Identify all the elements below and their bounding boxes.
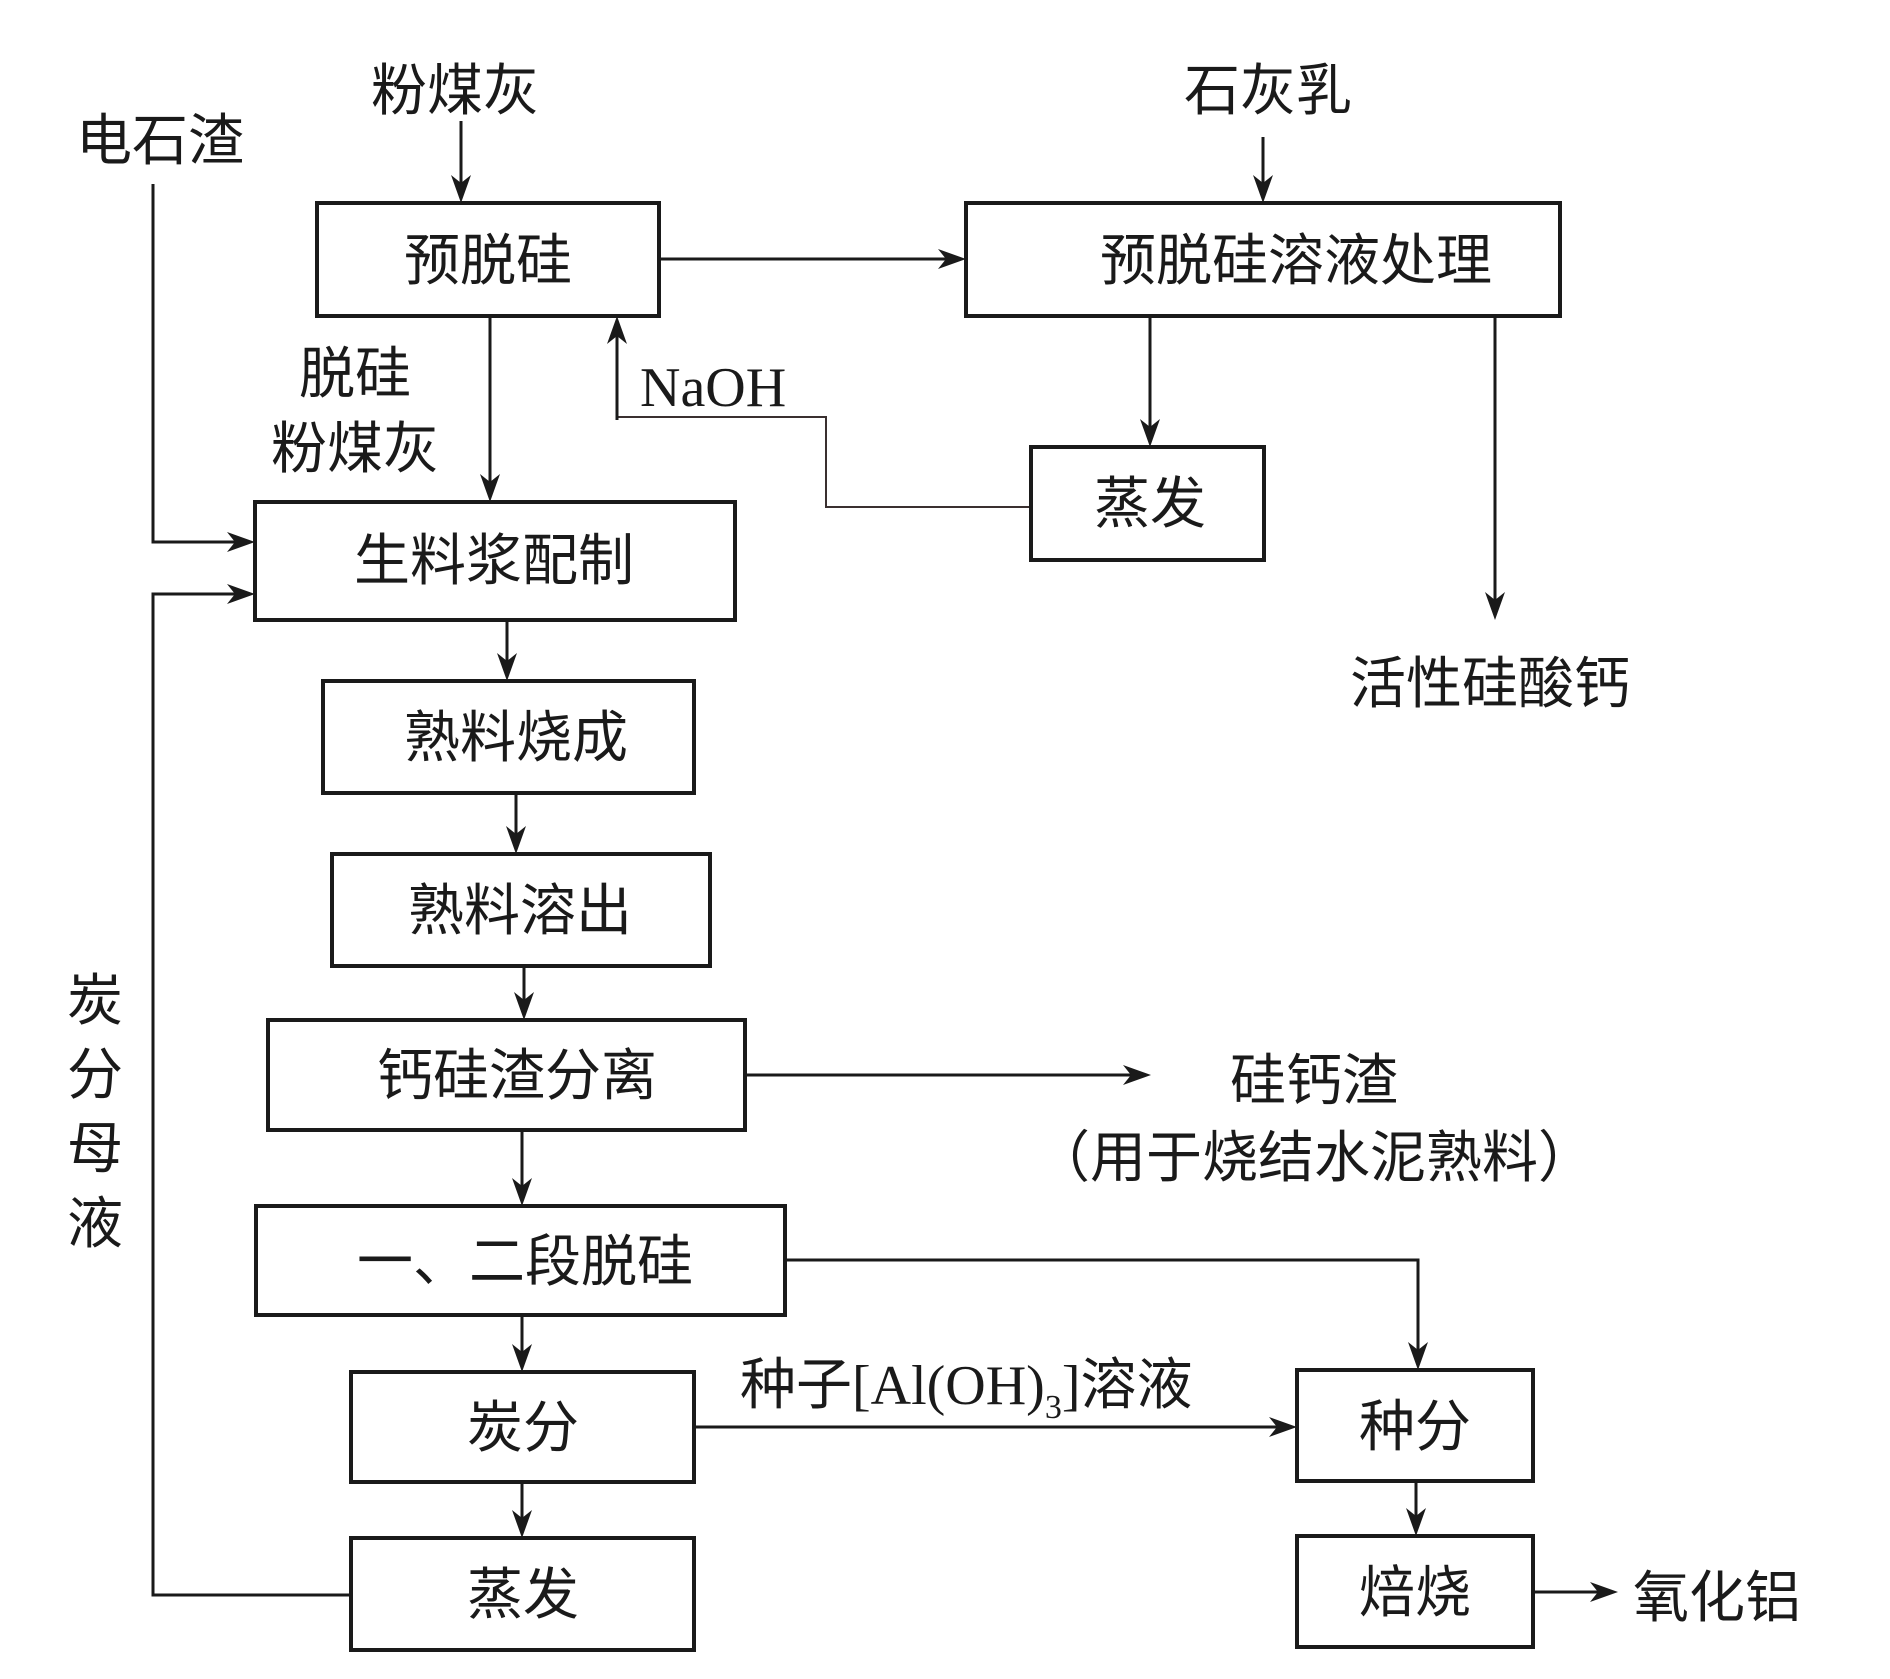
arrowhead-icon	[1590, 1582, 1618, 1602]
mother-liquor-char: 炭	[67, 969, 123, 1034]
arrowhead-icon	[506, 826, 526, 854]
box-calcination	[1295, 1534, 1535, 1649]
box-label-evaporation-top: 蒸发	[1094, 472, 1206, 537]
seed-solution-subscript: 3	[1045, 1389, 1062, 1426]
edge-raw-slurry-to-sintering	[497, 620, 517, 681]
box-clinker-sintering	[321, 679, 696, 795]
edge-pre-desilication-to-raw-slurry	[480, 316, 500, 502]
box-clinker-leaching	[330, 852, 712, 968]
edge-desilication-to-carbonation	[512, 1315, 532, 1372]
desilicated-fly-ash-label-line2: 粉煤灰	[271, 417, 439, 482]
edge-fly-ash-to-pre-desilication	[451, 121, 471, 203]
edge-naoh-to-pre-desilication	[607, 316, 627, 420]
edge-carbonation-to-evaporation	[512, 1482, 532, 1538]
arrowhead-icon	[1140, 419, 1160, 447]
edge-mother-liquor-to-raw-slurry-line	[151, 592, 351, 1597]
arrowhead-icon	[451, 175, 471, 203]
output-alumina: 氧化铝	[1633, 1566, 1801, 1631]
box-label-calcination: 焙烧	[1359, 1561, 1471, 1626]
box-label-two-stage-desilication: 一、二段脱硅	[357, 1230, 693, 1295]
seed-solution-prefix: 种子[Al(OH)	[740, 1355, 1045, 1417]
edge-evaporation-naoh-return	[617, 416, 1031, 508]
arrowhead-icon	[938, 249, 966, 269]
desilicated-fly-ash-label-line1: 脱硅	[299, 342, 411, 407]
output-silicon-calcium-slag: 硅钙渣	[1230, 1049, 1398, 1114]
box-label-clinker-sintering: 熟料烧成	[404, 706, 628, 771]
arrowhead-icon	[1253, 175, 1273, 203]
edge-sintering-to-leaching	[506, 793, 526, 854]
box-label-slag-separation: 钙硅渣分离	[377, 1044, 657, 1109]
box-evaporation-top	[1029, 445, 1266, 562]
box-label-evaporation-bottom: 蒸发	[467, 1563, 579, 1628]
edge-solution-to-evaporation	[1140, 316, 1160, 447]
edge-carbide-slag-to-raw-slurry	[151, 184, 255, 552]
box-seeded-decomposition	[1295, 1368, 1535, 1483]
input-fly-ash: 粉煤灰	[371, 59, 539, 124]
edge-separation-to-desilication	[512, 1130, 532, 1206]
arrowhead-icon	[512, 1344, 532, 1372]
edge-calcination-to-alumina	[1533, 1582, 1618, 1602]
box-label-clinker-leaching: 熟料溶出	[408, 879, 632, 944]
box-label-seeded-decomposition: 种分	[1359, 1395, 1471, 1460]
arrowhead-icon	[227, 532, 255, 552]
arrowhead-icon	[512, 1510, 532, 1538]
arrowhead-icon	[1408, 1342, 1428, 1370]
box-evaporation-bottom	[349, 1536, 696, 1652]
seed-solution-suffix: ]溶液	[1062, 1355, 1193, 1417]
edge-desilication-to-seeded-line	[785, 1258, 1420, 1352]
box-label-carbonation: 炭分	[467, 1396, 579, 1461]
arrowhead-icon	[1123, 1065, 1151, 1085]
edge-carbide-slag-to-raw-slurry-line	[151, 184, 237, 544]
input-carbide-slag: 电石渣	[76, 109, 244, 174]
edge-mother-liquor-to-raw-slurry	[151, 584, 351, 1597]
mother-liquor-char: 母	[67, 1117, 123, 1182]
edge-leaching-to-separation	[514, 966, 534, 1020]
input-lime-milk: 石灰乳	[1184, 59, 1352, 124]
edge-separation-to-slag	[745, 1065, 1151, 1085]
arrowhead-icon	[1269, 1417, 1297, 1437]
mother-liquor-char: 液	[67, 1192, 123, 1257]
carbonation-mother-liquor-label: 炭 分 母 液	[67, 969, 123, 1257]
box-carbonation	[349, 1370, 696, 1484]
arrowhead-icon	[497, 653, 517, 681]
flow-edges	[151, 121, 1618, 1602]
input-naoh-label: NaOH	[640, 357, 786, 419]
box-pre-desilication	[315, 201, 661, 318]
mother-liquor-char: 分	[67, 1043, 123, 1108]
arrowhead-icon	[1406, 1508, 1426, 1536]
output-active-calcium-silicate: 活性硅酸钙	[1350, 652, 1630, 717]
edge-evaporation-naoh-return-line	[617, 416, 1031, 508]
arrowhead-icon	[514, 992, 534, 1020]
arrowhead-icon	[607, 316, 627, 344]
box-slag-separation	[266, 1018, 747, 1132]
edge-lime-milk-to-solution-treatment	[1253, 137, 1273, 203]
output-slag-usage-note: （用于烧结水泥熟料）	[1034, 1126, 1594, 1191]
edge-seeded-to-calcination	[1406, 1481, 1426, 1536]
box-pre-desilication-solution	[964, 201, 1562, 318]
box-raw-slurry-preparation	[253, 500, 737, 622]
edge-solution-to-active-calcium-silicate	[1485, 316, 1505, 620]
process-boxes	[253, 201, 1562, 1652]
edge-label-seed-solution: 种子[Al(OH)3]溶液	[740, 1355, 1192, 1426]
box-label-raw-slurry-preparation: 生料浆配制	[354, 529, 634, 594]
edge-carbonation-to-seeded	[694, 1417, 1297, 1437]
arrowhead-icon	[480, 474, 500, 502]
edge-pre-desilication-to-solution	[659, 249, 966, 269]
box-label-pre-desilication: 预脱硅	[404, 229, 572, 294]
box-label-pre-desilication-solution-treatment: 预脱硅溶液处理	[1100, 229, 1492, 294]
edge-desilication-to-seeded	[785, 1258, 1428, 1370]
arrowhead-icon	[1485, 592, 1505, 620]
arrowhead-icon	[227, 584, 255, 604]
box-two-stage-desilication	[254, 1204, 787, 1317]
arrowhead-icon	[512, 1178, 532, 1206]
